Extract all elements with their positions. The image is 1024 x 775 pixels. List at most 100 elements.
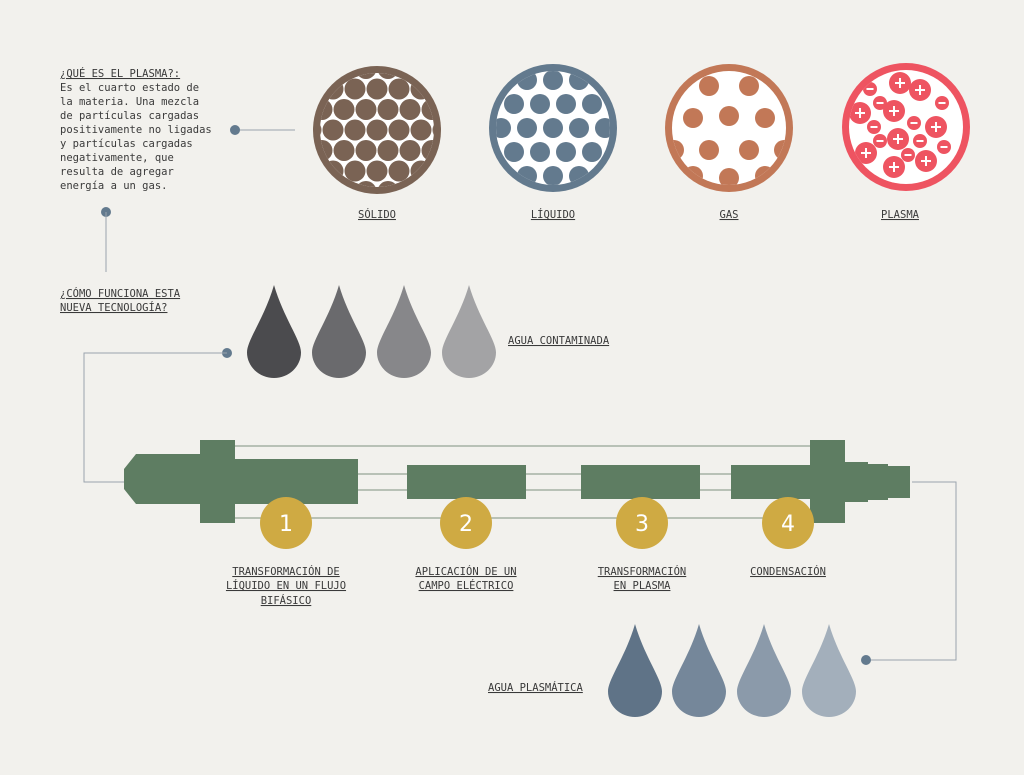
device-inlet-section <box>124 440 358 523</box>
plasmatic-drops <box>608 624 856 717</box>
liquid-particle <box>478 190 498 210</box>
step-3: 3 TRANSFORMACIÓN EN PLASMA <box>598 497 687 592</box>
liquid-particle <box>504 190 524 210</box>
state-liquid <box>465 46 654 210</box>
solid-particle <box>366 78 388 100</box>
intro-body: Es el cuarto estado de la materia. Una m… <box>60 82 212 192</box>
liquid-particle <box>517 118 537 138</box>
step-1-label: LÍQUIDO EN UN FLUJO <box>226 579 346 592</box>
liquid-particle <box>530 46 550 66</box>
step-4-number: 4 <box>781 512 795 537</box>
solid-particle <box>455 79 476 100</box>
liquid-particle <box>621 70 641 90</box>
state-label-solid: SÓLIDO <box>358 208 396 221</box>
step-4-badge <box>762 497 814 549</box>
solid-particle <box>290 140 311 161</box>
solid-particle <box>320 73 333 79</box>
solid-particle <box>344 160 366 182</box>
step-3-label: EN PLASMA <box>614 580 672 592</box>
liquid-particle <box>543 166 563 185</box>
plasmatic-label: AGUA PLASMÁTICA <box>488 681 584 694</box>
solid-particle <box>466 99 487 120</box>
gas-particle <box>719 168 739 185</box>
liquid-particle <box>543 118 563 138</box>
contaminated-drop <box>377 285 431 378</box>
liquid-particle <box>634 94 654 114</box>
how-title-line: NUEVA TECNOLOGÍA? <box>60 301 167 314</box>
solid-particle <box>432 78 434 100</box>
liquid-particle <box>465 166 485 186</box>
solid-particle <box>366 119 388 141</box>
solid-particle <box>322 119 344 141</box>
step-1-badge <box>260 497 312 549</box>
liquid-particle <box>530 94 550 114</box>
liquid-particle <box>634 142 654 162</box>
device-field-section <box>407 465 526 499</box>
intro-line: positivamente no ligadas <box>60 124 212 136</box>
solid-particle <box>333 99 355 120</box>
liquid-particle <box>634 190 654 210</box>
contaminated-label: AGUA CONTAMINADA <box>508 335 610 347</box>
solid-particle <box>320 181 333 187</box>
contaminated-drop <box>312 285 366 378</box>
solid-particle <box>444 181 465 202</box>
intro-line: resulta de agregar <box>60 166 174 178</box>
liquid-particle <box>543 71 563 90</box>
step-4: 4 CONDENSACIÓN <box>750 497 826 578</box>
solid-particle <box>355 99 377 120</box>
gas-particle <box>739 140 759 160</box>
liquid-particle <box>530 142 550 162</box>
solid-particle <box>344 119 366 141</box>
step-3-label: TRANSFORMACIÓN <box>598 565 687 578</box>
solid-particle <box>466 140 487 161</box>
liquid-particle <box>478 46 498 66</box>
liquid-particle <box>556 142 576 162</box>
step-4-label: CONDENSACIÓN <box>750 565 826 578</box>
device-plasma-section <box>581 465 700 499</box>
state-gas <box>665 64 793 192</box>
outlet-connector-line <box>866 481 957 661</box>
liquid-particle <box>608 46 628 66</box>
liquid-particle <box>582 94 602 114</box>
liquid-particle <box>582 46 602 66</box>
state-solid <box>279 58 487 202</box>
plasmatic-drop <box>737 624 791 717</box>
liquid-particle <box>496 118 511 138</box>
solid-particle <box>455 120 476 141</box>
solid-particle <box>279 79 300 100</box>
step-2-badge <box>440 497 492 549</box>
solid-particle <box>290 99 311 120</box>
step-1-number: 1 <box>279 512 293 537</box>
liquid-particle <box>556 190 576 210</box>
liquid-particle <box>504 46 524 66</box>
solid-particle <box>366 160 388 182</box>
outlet-connector-dot <box>861 655 871 665</box>
step-3-badge <box>616 497 668 549</box>
intro-line: Es el cuarto estado de <box>60 82 199 94</box>
solid-particle <box>410 119 432 141</box>
intro-question: ¿QUÉ ES EL PLASMA?: <box>60 67 180 80</box>
gas-particle <box>755 108 775 128</box>
liquid-particle <box>504 142 524 162</box>
contaminated-drop <box>247 285 301 378</box>
state-label-gas: GAS <box>720 209 739 221</box>
solid-particle <box>290 58 311 79</box>
solid-particle <box>421 181 434 187</box>
liquid-particle <box>569 118 589 138</box>
solid-particle <box>355 140 377 161</box>
inlet-connector-line <box>83 352 227 483</box>
step-2: 2 APLICACIÓN DE UN CAMPO ELÉCTRICO <box>415 497 517 592</box>
plasmatic-drop <box>802 624 856 717</box>
solid-particle <box>377 140 399 161</box>
device-outlet-section <box>731 440 910 523</box>
solid-particle <box>320 160 322 182</box>
intro-line: negativamente, que <box>60 152 174 164</box>
gas-particle <box>699 76 719 96</box>
state-plasma <box>842 63 970 191</box>
solid-particle <box>377 99 399 120</box>
state-label-liquid: LÍQUIDO <box>531 208 575 221</box>
step-1-label: BIFÁSICO <box>261 594 312 607</box>
intro-line: de partículas cargadas <box>60 110 199 122</box>
solid-particle <box>399 99 421 120</box>
